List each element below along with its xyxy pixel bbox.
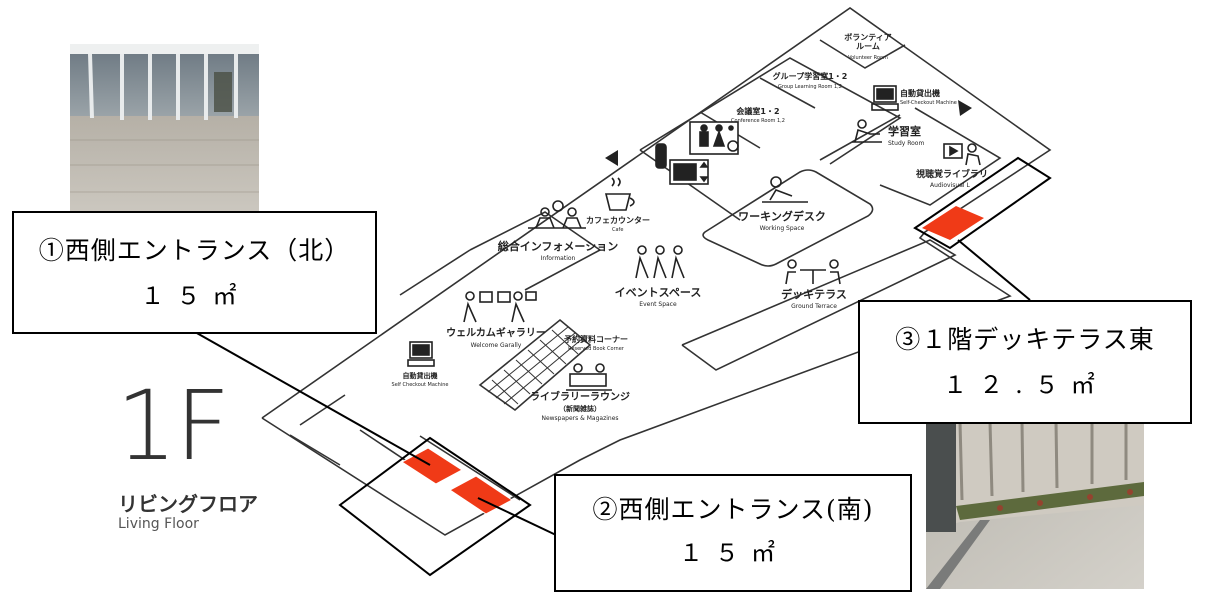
stair-steps: [487, 326, 583, 405]
deck-terrace-label: デッキテラス: [781, 287, 847, 301]
volunteer-room-label: ボランティアルーム: [844, 32, 892, 51]
working-desk-en: Working Space: [760, 225, 805, 232]
audiovisual-en: Audiovisual L: [930, 182, 970, 189]
callout-area: １５㎡: [140, 282, 249, 310]
information-label: 総合インフォメーション: [498, 239, 618, 253]
entrance-north-photo: [70, 44, 259, 216]
working-desk-label: ワーキングデスク: [738, 209, 826, 223]
event-people-icon: [635, 245, 685, 279]
highlight-area-3: [922, 206, 984, 240]
self-checkout-left-label: 自動貸出機: [403, 371, 438, 380]
volunteer-room-en: Volunteer Room: [848, 55, 888, 61]
highlight-area-2: [449, 475, 513, 515]
group-learning-label: グループ学習室1・2: [773, 71, 848, 81]
wheelchair-icon: [727, 125, 739, 152]
leader-line-3: [957, 239, 1031, 301]
reserved-corner-en: Reserved Book Corner: [568, 346, 625, 352]
conference-en: Conference Room 1,2: [731, 118, 785, 124]
callout-area: １２.５㎡: [943, 371, 1107, 399]
computer-terminal-icon: [871, 85, 899, 111]
deck-terrace-east-photo: [926, 421, 1144, 589]
conference-label: 会議室1・2: [736, 106, 779, 116]
gallery-icon: [463, 291, 537, 323]
direction-arrow-icon: [605, 150, 618, 166]
leader-line-1: [194, 331, 431, 466]
welcome-gallery-en: Welcome Garally: [471, 342, 522, 349]
floor-name-ja: リビングフロア: [118, 492, 258, 516]
reserved-corner-label: 予約資料コーナー: [564, 334, 628, 344]
coffee-cup-icon: [604, 177, 635, 211]
event-space-label: イベントスペース: [615, 286, 702, 299]
callout-area: １５㎡: [679, 539, 787, 567]
event-space-en: Event Space: [639, 301, 677, 308]
self-checkout-top-label: 自動貸出機: [900, 88, 940, 98]
callout-west-entrance-north: ①西側エントランス（北） １５㎡: [12, 211, 377, 334]
leader-line-2: [477, 497, 557, 536]
study-desk-icon: [852, 119, 882, 143]
cafe-label: カフェカウンター: [586, 215, 650, 225]
terrace-table-icon: [785, 259, 841, 285]
self-checkout-left-en: Self Checkout Machine: [392, 382, 449, 388]
self-checkout-top-en: Self-Checkout Machine: [900, 100, 957, 106]
callout-deck-terrace-east: ③１階デッキテラス東 １２.５㎡: [858, 300, 1192, 424]
library-lounge-label: ライブラリーラウンジ: [530, 390, 630, 403]
floor-number: 1F: [116, 370, 230, 482]
reading-lounge-icon: [566, 363, 612, 391]
callout-title: ③１階デッキテラス東: [895, 325, 1155, 354]
info-person-icon: [528, 200, 586, 229]
welcome-gallery-label: ウェルカムギャラリー: [446, 326, 546, 339]
callout-title: ②西側エントランス(南): [592, 495, 874, 524]
pointer-box-entrance: [338, 436, 532, 577]
working-person-icon: [762, 176, 808, 203]
direction-arrow-icon: [958, 100, 972, 116]
deck-terrace-en: Ground Terrace: [791, 303, 837, 310]
computer-terminal-icon: [407, 341, 435, 367]
callout-title: ①西側エントランス（北）: [38, 236, 351, 265]
baby-bottle-icon: [655, 143, 667, 169]
information-en: Information: [541, 255, 576, 262]
audiovisual-icon: [943, 143, 981, 166]
callout-west-entrance-south: ②西側エントランス(南) １５㎡: [554, 474, 912, 592]
library-lounge-en: Newspapers & Magazines: [541, 415, 618, 422]
cafe-en: Cafe: [612, 227, 623, 233]
floor-name-en: Living Floor: [118, 516, 199, 532]
group-learning-en: Group Learning Room 1,2: [778, 84, 842, 90]
study-room-en: Study Room: [888, 140, 924, 147]
study-room-label: 学習室: [888, 124, 921, 138]
pointer-box-terrace: [913, 156, 1052, 250]
audiovisual-label: 視聴覚ライブラリ: [915, 168, 988, 180]
elevator-icon: [669, 159, 709, 185]
library-lounge-sub: （新聞雑誌）: [559, 404, 601, 413]
